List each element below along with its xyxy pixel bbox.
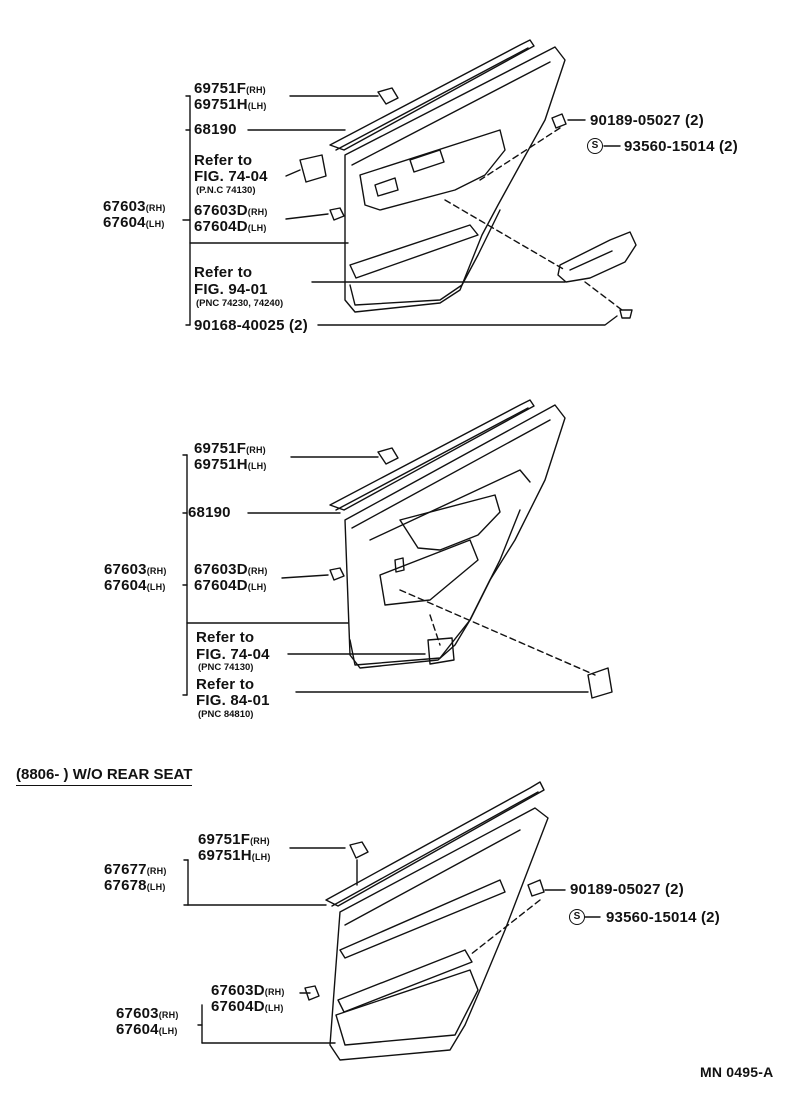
refer-to-text: Refer to bbox=[196, 629, 255, 646]
part-number: 67604D bbox=[211, 998, 265, 1015]
section-heading: (8806- ) W/O REAR SEAT bbox=[16, 766, 193, 786]
part-number: 67603D bbox=[211, 982, 265, 999]
part-label-68190: 68190 bbox=[194, 121, 237, 138]
part-label-67604: 67604(LH) bbox=[104, 578, 166, 595]
part-label-68190: 68190 bbox=[188, 504, 231, 521]
part-number: 67677 bbox=[104, 861, 147, 878]
side-suffix: (LH) bbox=[264, 1003, 284, 1013]
side-suffix: (LH) bbox=[158, 1026, 178, 1036]
refer-to-text: Refer to bbox=[196, 676, 255, 693]
door-panel-illustration-1 bbox=[182, 39, 637, 326]
part-number: 69751H bbox=[194, 96, 248, 113]
side-suffix: (LH) bbox=[247, 582, 267, 592]
part-label-90189: 90189-05027 (2) bbox=[590, 112, 704, 129]
part-label-67603: 67603(RH) bbox=[104, 562, 167, 579]
part-number: 67604 bbox=[104, 577, 147, 594]
refer-to-text: Refer to bbox=[194, 152, 253, 169]
part-label-69751h: 69751H(LH) bbox=[194, 457, 267, 474]
s-mark-icon: S bbox=[587, 138, 603, 154]
part-label-67677: 67677(RH) bbox=[104, 862, 167, 879]
side-suffix: (RH) bbox=[247, 566, 268, 576]
part-label-69751h: 69751H(LH) bbox=[198, 848, 271, 865]
part-number: 67603 bbox=[103, 198, 146, 215]
side-suffix: (LH) bbox=[251, 852, 271, 862]
side-suffix: (LH) bbox=[247, 223, 267, 233]
side-suffix: (RH) bbox=[250, 836, 270, 846]
door-panel-illustration-3 bbox=[183, 781, 601, 1061]
part-number: 67603D bbox=[194, 202, 248, 219]
part-number: 69751H bbox=[198, 847, 252, 864]
part-number: 67604D bbox=[194, 577, 248, 594]
part-number: 67604D bbox=[194, 218, 248, 235]
part-label-67603d: 67603D(RH) bbox=[194, 562, 268, 579]
part-number: 69751H bbox=[194, 456, 248, 473]
side-suffix: (RH) bbox=[246, 85, 266, 95]
part-label-67603d: 67603D(RH) bbox=[194, 203, 268, 220]
part-label-90168: 90168-40025 (2) bbox=[194, 317, 308, 334]
s-mark-icon: S bbox=[569, 909, 585, 925]
side-suffix: (RH) bbox=[247, 207, 268, 217]
part-label-93560: 93560-15014 (2) bbox=[606, 909, 720, 926]
part-number: 67604 bbox=[116, 1021, 159, 1038]
part-label-90189: 90189-05027 (2) bbox=[570, 881, 684, 898]
figure-reference: FIG. 74-04 bbox=[196, 646, 270, 663]
part-label-67604: 67604(LH) bbox=[103, 215, 165, 232]
side-suffix: (RH) bbox=[246, 445, 266, 455]
figure-reference: FIG. 84-01 bbox=[196, 692, 270, 709]
side-suffix: (RH) bbox=[145, 203, 166, 213]
pnc-reference: (PNC 74230, 74240) bbox=[196, 298, 284, 309]
part-label-69751h: 69751H(LH) bbox=[194, 97, 267, 114]
part-label-67604d: 67604D(LH) bbox=[194, 219, 267, 236]
part-label-67603: 67603(RH) bbox=[116, 1006, 179, 1023]
part-label-67604d: 67604D(LH) bbox=[211, 999, 284, 1016]
side-suffix: (LH) bbox=[146, 582, 166, 592]
part-label-67678: 67678(LH) bbox=[104, 878, 166, 895]
part-number: 69751F bbox=[198, 831, 251, 848]
part-number: 69751F bbox=[194, 80, 247, 97]
part-label-67604d: 67604D(LH) bbox=[194, 578, 267, 595]
part-number: 67603D bbox=[194, 561, 248, 578]
part-label-93560: 93560-15014 (2) bbox=[624, 138, 738, 155]
part-label-67603: 67603(RH) bbox=[103, 199, 166, 216]
pnc-reference: (PNC 74130) bbox=[198, 662, 254, 673]
side-suffix: (RH) bbox=[264, 987, 285, 997]
part-label-67604: 67604(LH) bbox=[116, 1022, 178, 1039]
door-panel-illustration-2 bbox=[182, 399, 613, 699]
side-suffix: (LH) bbox=[146, 882, 166, 892]
pnc-reference: (PNC 84810) bbox=[198, 709, 254, 720]
part-label-69751f: 69751F(RH) bbox=[198, 832, 270, 849]
side-suffix: (LH) bbox=[145, 219, 165, 229]
side-suffix: (RH) bbox=[146, 866, 167, 876]
side-suffix: (LH) bbox=[247, 101, 267, 111]
part-number: 69751F bbox=[194, 440, 247, 457]
part-number: 67603 bbox=[116, 1005, 159, 1022]
part-number: 67603 bbox=[104, 561, 147, 578]
refer-to-text: Refer to bbox=[194, 264, 253, 281]
side-suffix: (LH) bbox=[247, 461, 267, 471]
part-label-69751f: 69751F(RH) bbox=[194, 441, 266, 458]
side-suffix: (RH) bbox=[158, 1010, 179, 1020]
diagram-code: MN 0495-A bbox=[700, 1064, 774, 1080]
figure-reference: FIG. 74-04 bbox=[194, 168, 268, 185]
part-label-67603d: 67603D(RH) bbox=[211, 983, 285, 1000]
part-number: 67604 bbox=[103, 214, 146, 231]
figure-reference: FIG. 94-01 bbox=[194, 281, 268, 298]
part-number: 67678 bbox=[104, 877, 147, 894]
pnc-reference: (P.N.C 74130) bbox=[196, 185, 256, 196]
part-label-69751f: 69751F(RH) bbox=[194, 81, 266, 98]
side-suffix: (RH) bbox=[146, 566, 167, 576]
